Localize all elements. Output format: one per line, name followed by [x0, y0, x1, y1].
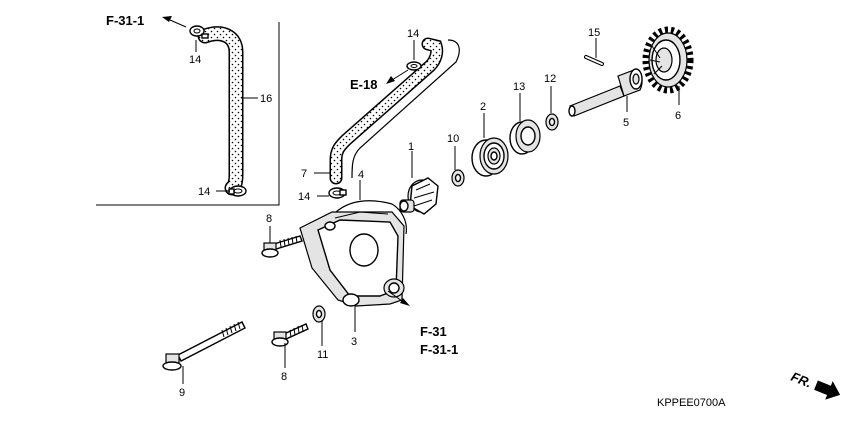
washer-10 [451, 169, 465, 187]
callout-13: 13 [513, 81, 525, 93]
front-direction-indicator: FR. [789, 369, 841, 400]
gasket-4 [335, 200, 407, 235]
ref-f31-1-top: F-31-1 [106, 13, 144, 28]
callout-2: 2 [480, 101, 486, 113]
front-direction-label: FR. [789, 369, 814, 391]
callout-9: 9 [179, 387, 185, 399]
bolt-8-lower [271, 323, 309, 347]
hose-16 [197, 26, 244, 196]
pin-15 [584, 55, 604, 66]
water-pump-shaft-5 [568, 68, 643, 117]
ref-e18: E-18 [350, 77, 377, 92]
bolt-8-upper [261, 235, 303, 258]
water-pump-body-3 [299, 211, 405, 307]
bolt-9 [162, 321, 246, 371]
washer-12 [545, 113, 559, 131]
mechanical-seal-2 [471, 137, 509, 177]
callout-12: 12 [544, 73, 556, 85]
callout-8-upper: 8 [266, 213, 272, 225]
hose-clamp-14-mid [328, 187, 347, 199]
front-direction-arrow-icon [814, 380, 841, 400]
ref-f31: F-31 [420, 324, 447, 339]
callout-8-lower: 8 [281, 371, 287, 383]
hose-clamp-14-upper-mid [406, 61, 422, 71]
hose-7 [329, 37, 460, 185]
ref-f31-1-bottom: F-31-1 [420, 342, 458, 357]
callout-14-mid: 14 [298, 191, 310, 203]
callout-14-upper-left: 14 [189, 54, 201, 66]
callout-10: 10 [447, 133, 459, 145]
outflow-arrow [387, 290, 410, 306]
callout-7: 7 [301, 168, 307, 180]
washer-11 [312, 305, 326, 323]
inset-frame [96, 22, 280, 206]
callout-16: 16 [260, 93, 272, 105]
callout-6: 6 [675, 110, 681, 122]
callout-14-lower-left: 14 [198, 186, 210, 198]
reference-arrow-e18 [386, 69, 409, 84]
hose-clamp-14-lower-left [228, 185, 247, 197]
callout-3: 3 [351, 336, 357, 348]
callout-1: 1 [408, 141, 414, 153]
callout-11: 11 [317, 349, 328, 361]
callout-14-upper-mid: 14 [407, 28, 419, 40]
hose-clamp-14-upper-left [189, 25, 209, 39]
reference-arrow-f31-1-top [162, 16, 187, 28]
callout-15: 15 [588, 27, 600, 39]
water-pump-gear-6 [642, 26, 694, 94]
diagram-code: KPPEE0700A [657, 397, 726, 409]
callout-4: 4 [358, 169, 364, 181]
oil-seal-13 [509, 119, 541, 155]
leader-lines [182, 38, 680, 384]
impeller-1 [399, 177, 439, 215]
callout-5: 5 [623, 117, 629, 129]
